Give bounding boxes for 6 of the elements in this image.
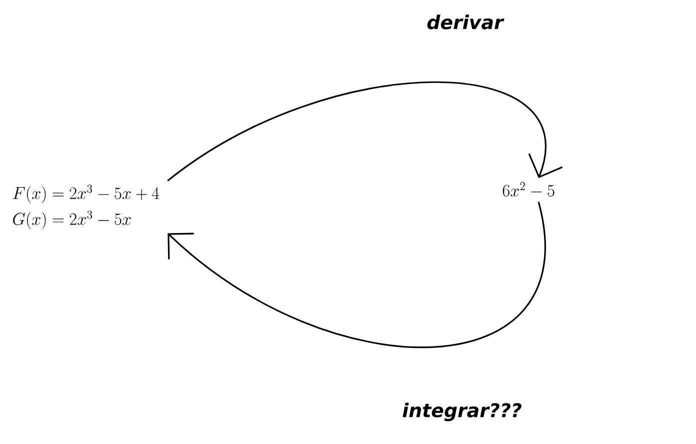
curved-arrow [168, 202, 546, 348]
formula: $6x^2 - 5$ [502, 182, 554, 197]
formula: $F(x) = 2x^3 - 5x + 4$ $G(x) = 2x^3 - 5x$ [13, 184, 160, 230]
edge-label: derivar [426, 14, 504, 30]
edge-label: integrar??? [401, 402, 523, 422]
curved-arrow [167, 81, 563, 182]
